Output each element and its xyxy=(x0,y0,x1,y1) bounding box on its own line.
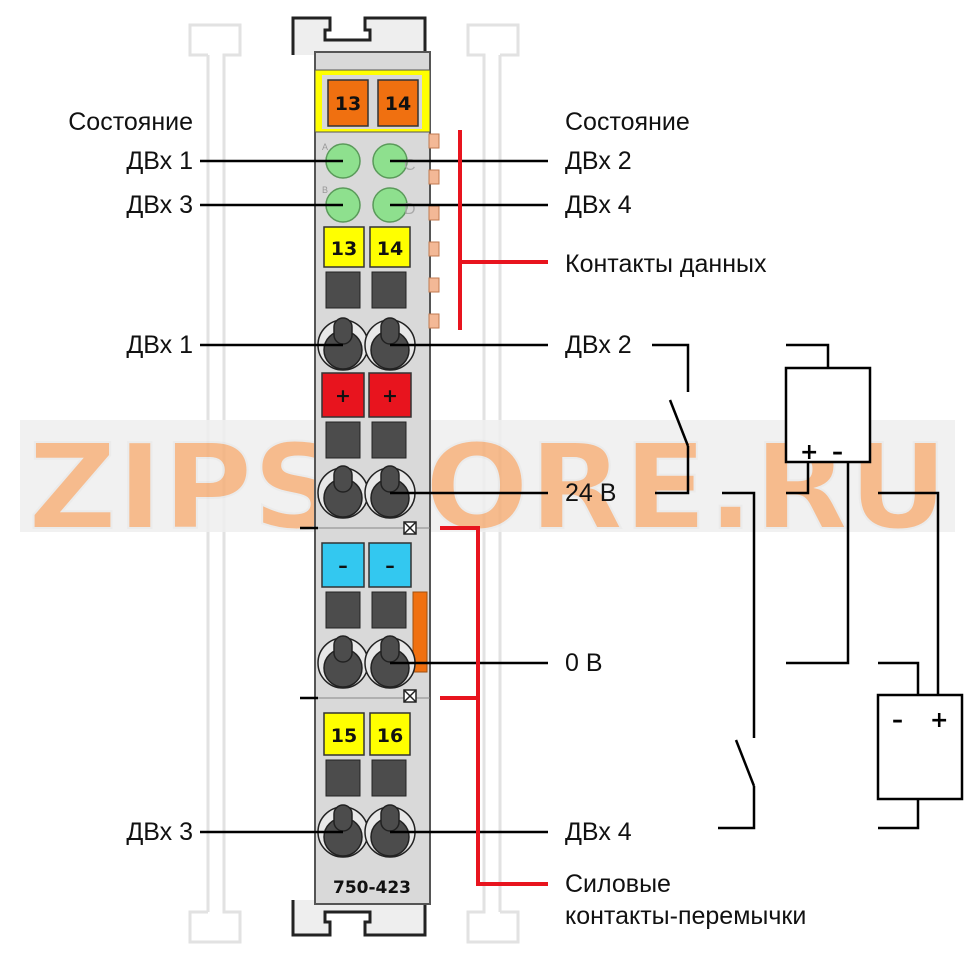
supply-top xyxy=(784,366,872,464)
tag-minus-1-text: – xyxy=(338,555,348,577)
v0-label: 0 В xyxy=(565,649,603,677)
jumper-slot-markers xyxy=(403,521,417,703)
top-marker-tags: 13 14 xyxy=(327,79,419,127)
top-tag-14 xyxy=(377,79,419,127)
clamp-8 xyxy=(364,804,416,858)
tag-minus-2-text: – xyxy=(385,555,395,577)
tag-15-text: 15 xyxy=(331,725,357,747)
tag-minus-1 xyxy=(321,542,365,588)
external-circuit xyxy=(652,343,964,830)
tag-plus-2 xyxy=(368,372,412,418)
tag-plus-1 xyxy=(321,372,365,418)
tag-14-text: 14 xyxy=(377,238,403,260)
tag-plus-2-text: + xyxy=(382,385,398,407)
module-bottom-clip xyxy=(291,900,427,937)
left-di3-led-label: ДВх 3 xyxy=(126,191,193,219)
data-contact-pins xyxy=(428,133,440,329)
switch-di2 xyxy=(652,343,690,392)
clamp-3 xyxy=(317,465,369,519)
module-top-clip xyxy=(291,16,427,55)
tag-16-text: 16 xyxy=(377,725,403,747)
release-button-6 xyxy=(371,591,407,629)
power-jumper-contact xyxy=(412,591,428,673)
release-button-1 xyxy=(325,271,361,309)
release-button-8 xyxy=(371,759,407,797)
led-letter-c: C xyxy=(404,157,416,174)
right-di4-led-label: ДВх 4 xyxy=(565,191,632,219)
left-state-title: Состояние xyxy=(68,108,193,136)
supply-polarity-labels: + – – + xyxy=(800,440,948,733)
led-letter-b: B xyxy=(322,185,328,195)
switch-di4 xyxy=(722,491,756,738)
left-di1-terminal-label: ДВх 1 xyxy=(126,331,193,359)
tag-plus-1-text: + xyxy=(335,385,351,407)
clamp-5 xyxy=(317,635,369,689)
top-tag-13-text: 13 xyxy=(335,93,361,115)
tag-14 xyxy=(369,226,411,268)
supply-top-minus: – xyxy=(832,440,843,465)
data-contacts-label: Контакты данных xyxy=(565,250,767,278)
leader-lines xyxy=(200,159,548,834)
left-di3-terminal-label: ДВх 3 xyxy=(126,818,193,846)
supply-top-plus: + xyxy=(800,440,818,465)
tag-minus-2 xyxy=(368,542,412,588)
top-tag-13 xyxy=(327,79,369,127)
terminal-row-2: + + xyxy=(321,372,412,459)
right-di2-terminal-label: ДВх 2 xyxy=(565,331,632,359)
release-button-3 xyxy=(325,421,361,459)
left-di1-led-label: ДВх 1 xyxy=(126,147,193,175)
watermark: ZIPSTORE.RU xyxy=(20,417,955,557)
power-jumper-label-line1: Силовые xyxy=(565,870,671,898)
terminal-row-1: 13 14 xyxy=(323,226,411,309)
tag-13-text: 13 xyxy=(331,238,357,260)
supply-bottom-plus: + xyxy=(930,708,948,733)
tag-15 xyxy=(323,712,365,756)
terminal-row-3: – – xyxy=(321,542,412,629)
release-button-2 xyxy=(371,271,407,309)
release-button-7 xyxy=(325,759,361,797)
right-di2-led-label: ДВх 2 xyxy=(565,147,632,175)
tag-13 xyxy=(323,226,365,268)
supply-bottom xyxy=(876,693,964,801)
led-letter-a: A xyxy=(322,142,328,152)
clamp-7 xyxy=(317,804,369,858)
release-button-4 xyxy=(371,421,407,459)
red-callouts xyxy=(440,130,548,886)
led-letter-d: D xyxy=(404,201,416,218)
power-jumper-label-line2: контакты-перемычки xyxy=(565,902,807,930)
io-module xyxy=(291,16,440,937)
right-state-title: Состояние xyxy=(565,108,690,136)
top-tag-14-text: 14 xyxy=(385,93,411,115)
terminal-row-4: 15 16 xyxy=(323,712,411,797)
tag-16 xyxy=(369,712,411,756)
part-number: 750-423 xyxy=(333,878,411,898)
v24-label: 24 В xyxy=(565,479,617,507)
right-di4-terminal-label: ДВх 4 xyxy=(565,818,632,846)
supply-bottom-minus: – xyxy=(892,708,903,733)
release-button-5 xyxy=(325,591,361,629)
